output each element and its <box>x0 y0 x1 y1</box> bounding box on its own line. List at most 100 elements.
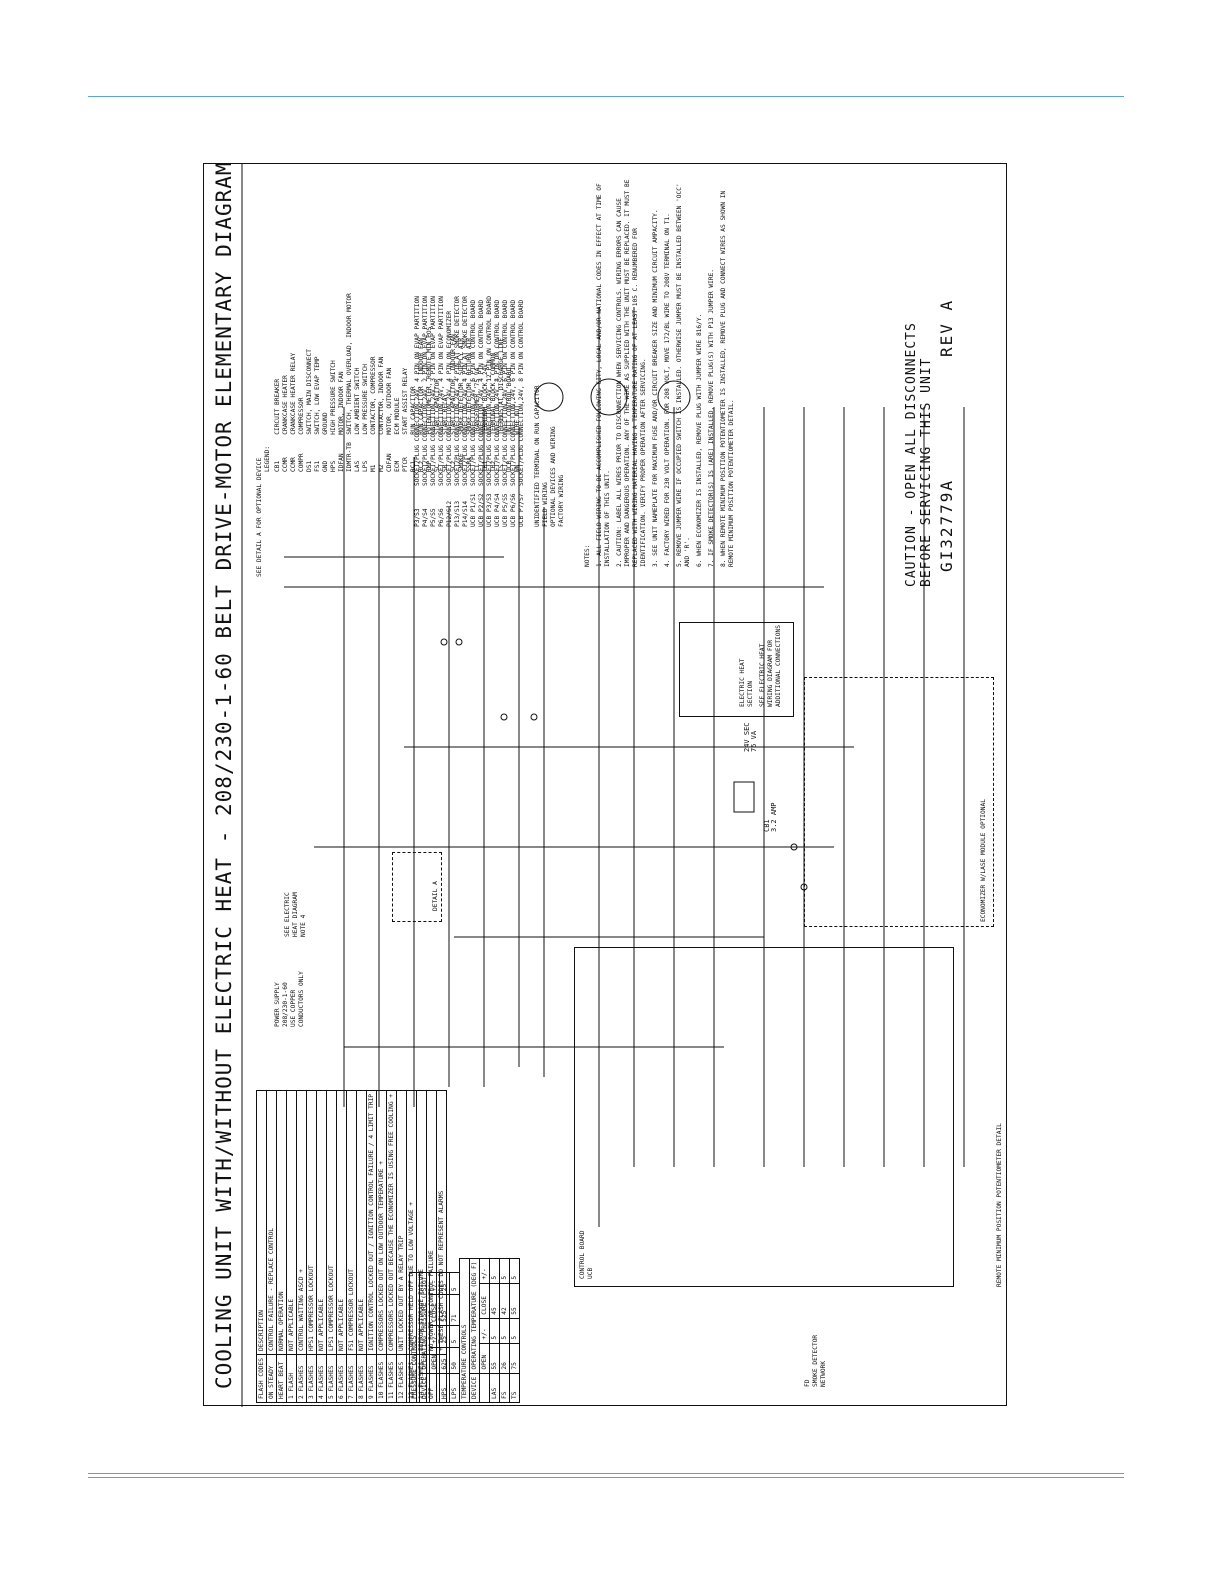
legend-item: CCMR CRANKCASE HEATER RELAY <box>290 352 297 472</box>
note-item: 8. WHEN REMOTE MINIMUM POSITION POTENTIO… <box>720 190 735 567</box>
legend-item: IDFAN MOTOR, INDOOR FAN <box>338 371 345 472</box>
table-cell: OPEN <box>429 1347 440 1374</box>
plug-item: UCB P4/S4 SOCKET/PLUG CONNECTION,24V, 4 … <box>494 299 501 527</box>
table-cell: HPS1 COMPRESSOR LOCKOUT <box>306 1090 317 1355</box>
table-cell: FS <box>499 1373 510 1403</box>
table-cell: 2 FLASHES <box>296 1354 307 1403</box>
table-cell: 5 <box>509 1258 520 1284</box>
note-item: 4. FACTORY WIRED FOR 230 VOLT OPERATION.… <box>664 213 671 567</box>
table-cell: 5 <box>499 1318 510 1344</box>
table-cell: DEVICE <box>469 1373 480 1403</box>
legend-item: LAS LOW AMBIENT SWITCH <box>354 367 361 472</box>
table-cell: +/- <box>479 1318 490 1344</box>
table-cell: NOT APPLICABLE <box>356 1090 367 1355</box>
table-cell: FS1 COMPRESSOR LOCKOUT <box>346 1090 357 1355</box>
legend-item: LPS LOW PRESSURE SWITCH <box>362 363 369 472</box>
remote-pot-detail-label: REMOTE MINIMUM POSITION POTENTIOMETER DE… <box>996 1123 1003 1287</box>
table-cell: 525 <box>439 1294 450 1326</box>
indoor-fan-symbol <box>657 380 691 414</box>
table-cell: CONTROL WAITING ASCD + <box>296 1090 307 1355</box>
control-board-box <box>574 947 954 1287</box>
legend-item: IDMTR-TB SWITCH, THERMAL OVERLOAD, INDOO… <box>346 293 353 472</box>
table-cell: 71 <box>449 1294 460 1326</box>
table-cell: NOT APPLICABLE <box>286 1090 297 1355</box>
table-cell: LAS <box>489 1373 500 1403</box>
table-cell: 625 <box>439 1347 450 1374</box>
revision: REV A <box>937 298 956 357</box>
legend-item: CDFAN MOTOR, OUTDOOR FAN <box>386 367 393 472</box>
table-cell <box>429 1373 440 1403</box>
table-cell: 42 <box>499 1283 510 1319</box>
table-cell <box>479 1373 490 1403</box>
plug-item: UCB P2/S2 SOCKET/PLUG CONNECTION,24V, 4 … <box>478 299 485 527</box>
table-cell: COMPRESSORS LOCKED OUT ON LOW OUTDOOR TE… <box>376 1090 387 1355</box>
table-cell: PRESSURE CONTROLS <box>409 1273 420 1403</box>
table-title-row: TEMPERATURE CONTROLS <box>459 1258 470 1403</box>
table-cell: +/- <box>429 1273 440 1295</box>
see-detail-a-note: SEE DETAIL A FOR OPTIONAL DEVICE <box>256 457 263 577</box>
note-item: 2. CAUTION: LABEL ALL WIRES PRIOR TO DIS… <box>616 179 647 567</box>
table-cell: 5 <box>449 1273 460 1295</box>
plug-item: P6/S6 SOCKET/PLUG CONNECTION,24V, 4 PIN … <box>438 296 445 527</box>
plug-item: UCB P5/S5 SOCKET/PLUG CONNECTION,24V, 6 … <box>502 299 509 527</box>
header-rule <box>88 96 1124 97</box>
note-item: 3. SEE UNIT NAMEPLATE FOR MAXIMUM FUSE A… <box>652 209 659 567</box>
table-cell: 5 <box>449 1325 460 1348</box>
symbol-item: UNIDENTIFIED TERMINAL ON RUN CAPACITOR <box>534 385 541 527</box>
plug-item: P14/S14 SOCKET/PLUG CONNECTION,24V, 4 PI… <box>462 296 469 527</box>
table-cell: NORMAL OPERATION <box>276 1090 287 1355</box>
plug-item: P13/S13 SOCKET/PLUG CONNECTION,24V, 4 PI… <box>454 296 461 527</box>
legend-item: CCMR CRANKCASE HEATER <box>282 375 289 472</box>
table-cell: +/- <box>479 1258 490 1284</box>
electric-heat-wiring-note: SEE ELECTRIC HEAT WIRING DIAGRAM FOR ADD… <box>759 625 782 707</box>
table-cell: 5 <box>509 1318 520 1344</box>
plug-item: UCB P1/S1 SOCKET/PLUG CONNECTION,24V, 6 … <box>470 299 477 527</box>
table-cell: OPERATING PRESSURE (PSIG) <box>419 1273 430 1374</box>
table-cell: TEMPERATURE CONTROLS <box>459 1258 470 1403</box>
table-cell: 4 FLASHES <box>316 1354 327 1403</box>
economizer-box <box>804 677 994 927</box>
note-item: 6. WHEN ECONOMIZER IS INSTALLED, REMOVE … <box>696 313 703 567</box>
symbol-item: FIELD WIRING <box>542 482 549 527</box>
table-cell: CONTROL FAILURE - REPLACE CONTROL <box>266 1090 277 1355</box>
legend-item: DS1 SWITCH, MAIN DISCONNECT <box>306 349 313 472</box>
smoke-detector-label: FD SMOKE DETECTOR NETWORK <box>804 1334 827 1387</box>
legend-item: PTCR START ASSIST RELAY <box>402 367 409 472</box>
table-subheader-row: OPEN+/-CLOSE+/- <box>429 1273 440 1403</box>
circuit-breaker-label: CB1 3.2 AMP <box>763 802 778 832</box>
plug-item: UCB P7/S7 SOCKET/PLUG CONNECTION,24V, 8 … <box>518 299 525 527</box>
wiring-graphics <box>241 164 965 1407</box>
table-cell: 7 FLASHES <box>346 1354 357 1403</box>
table-cell: COMPRESSORS LOCKED OUT BECAUSE THE ECONO… <box>386 1090 397 1355</box>
plug-list: P3/S3 SOCKET/PLUG CONNECTION,24V, 4 PIN … <box>414 177 526 527</box>
caution-text: CAUTION - OPEN ALL DISCONNECTS BEFORE SE… <box>904 322 934 587</box>
economizer-label: ECONOMIZER W/LASE MODULE OPTIONAL <box>980 799 987 922</box>
detail-a-label: DETAIL A <box>432 881 439 911</box>
table-cell: 5 FLASHES <box>326 1354 337 1403</box>
table-cell: IGNITION CONTROL LOCKED OUT / IGNITION C… <box>366 1090 377 1355</box>
control-board-label: CONTROL BOARD UCB <box>579 1230 594 1279</box>
plug-item: P5/S5 SOCKET/PLUG CONNECTION,24V, 3 PIN … <box>430 296 437 527</box>
table-cell: HEART BEAT <box>276 1354 287 1403</box>
legend-item: M1 CONTACTOR, COMPRESSOR <box>370 356 377 472</box>
table-cell: 3 FLASHES <box>306 1354 317 1403</box>
table-cell: 5 <box>499 1258 510 1284</box>
legend-item: COMPR COMPRESSOR <box>298 397 305 472</box>
table-cell: TS <box>509 1373 520 1403</box>
